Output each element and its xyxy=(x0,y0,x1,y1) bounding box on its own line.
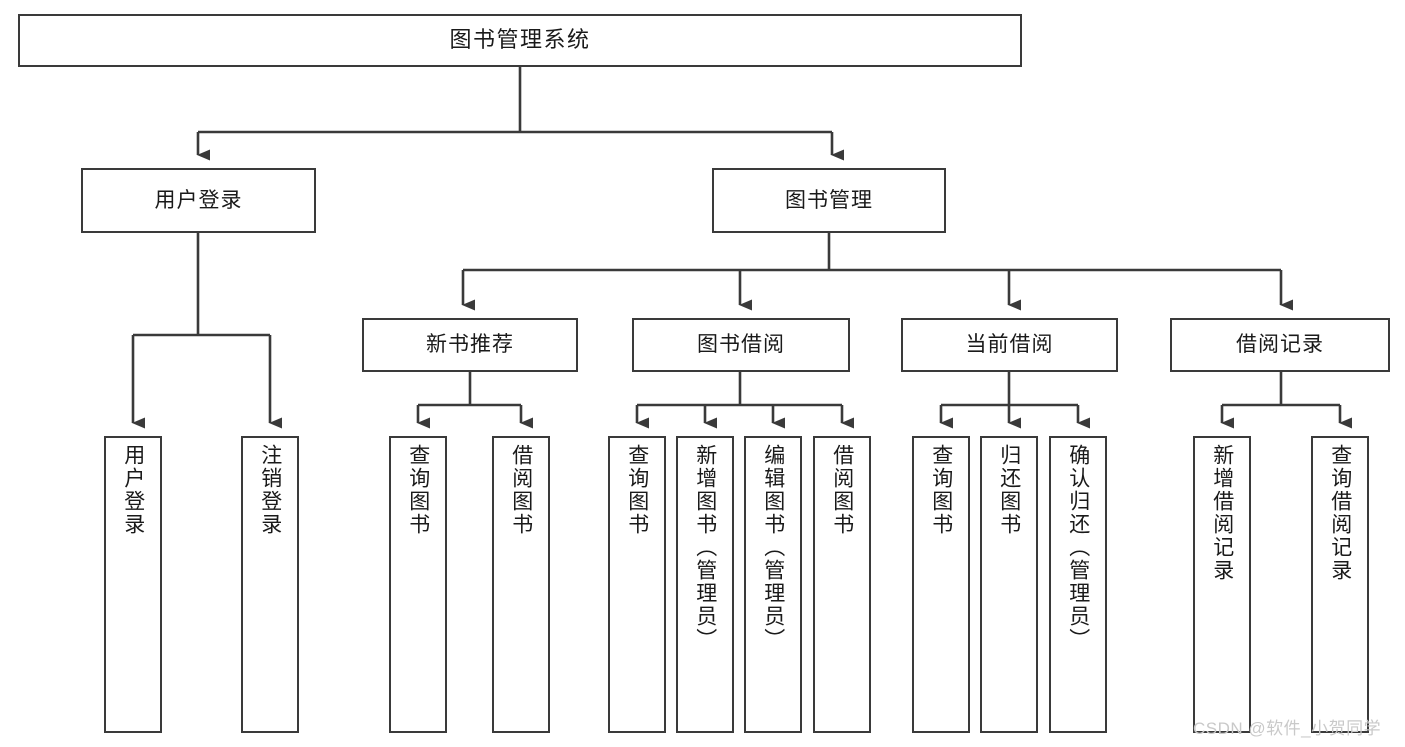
node-label: 借阅图书 xyxy=(509,444,533,536)
node-book-management[interactable]: 图书管理 xyxy=(712,168,946,233)
node-label: 用户登录 xyxy=(154,188,243,212)
node-label: 注销登录 xyxy=(258,444,282,536)
leaf-add-book-admin[interactable]: 新增图书（管理员） xyxy=(676,436,734,733)
node-user-login[interactable]: 用户登录 xyxy=(81,168,316,233)
leaf-query-borrow-record[interactable]: 查询借阅记录 xyxy=(1311,436,1369,733)
leaf-add-borrow-record[interactable]: 新增借阅记录 xyxy=(1193,436,1251,733)
node-label: 用户登录 xyxy=(121,444,145,536)
node-current-borrow[interactable]: 当前借阅 xyxy=(901,318,1118,372)
node-label: 新书推荐 xyxy=(426,333,514,357)
node-label: 图书管理 xyxy=(785,188,873,212)
node-label: 编辑图书（管理员） xyxy=(761,444,785,651)
node-label: 当前借阅 xyxy=(965,333,1054,357)
watermark-text: CSDN @软件_小贺同学 xyxy=(1193,719,1382,738)
leaf-logout[interactable]: 注销登录 xyxy=(241,436,299,733)
node-label: 查询图书 xyxy=(929,444,953,536)
leaf-borrow-books-recommend[interactable]: 借阅图书 xyxy=(492,436,550,733)
node-label: 新增借阅记录 xyxy=(1210,444,1234,582)
node-label: 借阅记录 xyxy=(1236,333,1324,357)
node-label: 新增图书（管理员） xyxy=(693,444,717,651)
leaf-query-books-current[interactable]: 查询图书 xyxy=(912,436,970,733)
leaf-return-books[interactable]: 归还图书 xyxy=(980,436,1038,733)
node-label: 图书借阅 xyxy=(697,333,785,357)
node-new-book-recommend[interactable]: 新书推荐 xyxy=(362,318,578,372)
leaf-borrow-books[interactable]: 借阅图书 xyxy=(813,436,871,733)
node-label: 归还图书 xyxy=(997,444,1021,536)
node-label: 查询图书 xyxy=(406,444,430,536)
node-book-borrow[interactable]: 图书借阅 xyxy=(632,318,850,372)
leaf-query-books-recommend[interactable]: 查询图书 xyxy=(389,436,447,733)
leaf-confirm-return-admin[interactable]: 确认归还（管理员） xyxy=(1049,436,1107,733)
leaf-query-books-borrow[interactable]: 查询图书 xyxy=(608,436,666,733)
leaf-user-login[interactable]: 用户登录 xyxy=(104,436,162,733)
node-label: 确认归还（管理员） xyxy=(1066,444,1090,651)
node-root-system[interactable]: 图书管理系统 xyxy=(18,14,1022,67)
node-label: 图书管理系统 xyxy=(449,27,591,53)
node-label: 查询图书 xyxy=(625,444,649,536)
leaf-edit-book-admin[interactable]: 编辑图书（管理员） xyxy=(744,436,802,733)
node-label: 查询借阅记录 xyxy=(1328,444,1352,582)
node-borrow-records[interactable]: 借阅记录 xyxy=(1170,318,1390,372)
node-label: 借阅图书 xyxy=(830,444,854,536)
